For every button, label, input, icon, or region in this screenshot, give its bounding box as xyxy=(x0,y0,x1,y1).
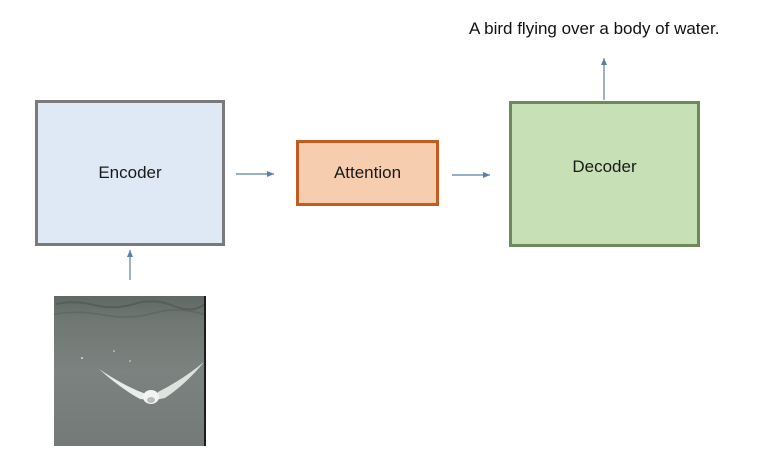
encoder-box: Encoder xyxy=(35,100,225,246)
input-photo xyxy=(54,296,206,446)
decoder-box: Decoder xyxy=(509,101,700,247)
attention-label: Attention xyxy=(333,163,402,182)
output-caption: A bird flying over a body of water. xyxy=(469,19,720,38)
attention-box: Attention xyxy=(296,140,439,206)
seagull-icon xyxy=(99,362,204,404)
encoder-label: Encoder xyxy=(98,163,162,182)
decoder-label: Decoder xyxy=(572,157,637,176)
water-background xyxy=(54,296,206,446)
